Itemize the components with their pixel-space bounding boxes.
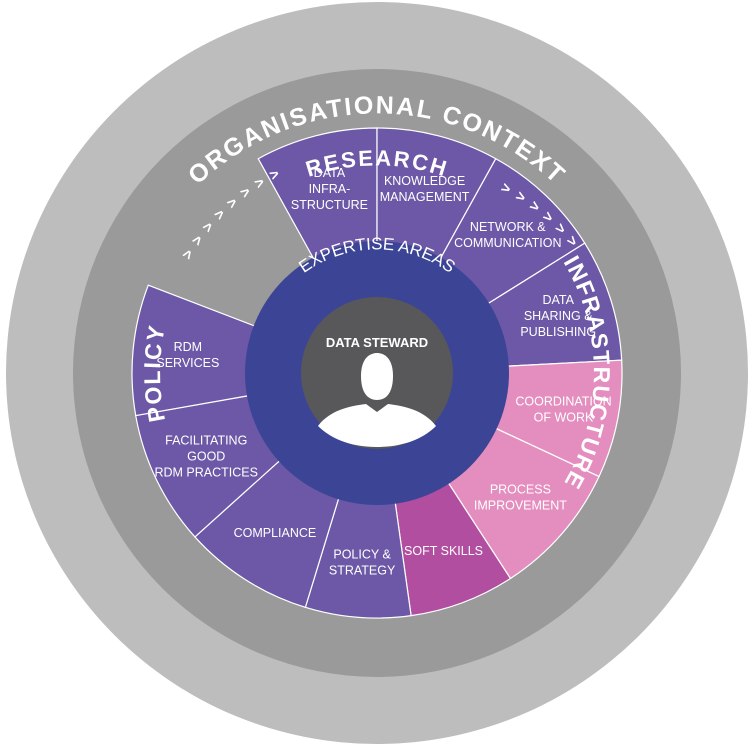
segment-label-line: STRUCTURE <box>291 198 368 212</box>
segment-label-data-infrastructure: DATA INFRA- STRUCTURE <box>291 166 368 212</box>
segment-label-policy-strategy: POLICY & STRATEGY <box>329 547 396 577</box>
expertise-segments <box>131 127 623 619</box>
segment-label-line: KNOWLEDGE <box>384 174 465 188</box>
segment-label-line: OF WORK <box>534 410 594 424</box>
segment-label-facilitating-good-rdm-practices: FACILITATING GOOD RDM PRACTICES <box>154 433 257 479</box>
segment-labels: DATA INFRA- STRUCTURE KNOWLEDGE MANAGEMENT NE… <box>154 166 611 577</box>
segment-label-line: RDM PRACTICES <box>154 465 257 479</box>
segment-label-line: STRATEGY <box>329 563 396 577</box>
policy-label: POLICY <box>139 322 170 424</box>
segment-label-line: COMPLIANCE <box>234 526 317 540</box>
segment-label-compliance: COMPLIANCE <box>234 526 317 540</box>
segment-label-line: SOFT SKILLS <box>404 544 483 558</box>
segment-label-line: MANAGEMENT <box>380 190 470 204</box>
segment-label-line: COORDINATION <box>515 394 611 408</box>
segment-label-line: SERVICES <box>156 356 219 370</box>
segment-label-line: NETWORK & <box>470 220 546 234</box>
segment-label-line: DATA <box>314 166 346 180</box>
segment-label-line: GOOD <box>187 449 225 463</box>
segment-label-line: INFRA- <box>309 182 351 196</box>
segment-label-line: SHARING & <box>524 309 593 323</box>
segment-label-line: FACILITATING <box>165 433 247 447</box>
segment-label-line: COMMUNICATION <box>454 236 561 250</box>
segment-label-coordination-of-work: COORDINATION OF WORK <box>515 394 611 424</box>
segment-label-knowledge-management: KNOWLEDGE MANAGEMENT <box>380 174 470 204</box>
segment-label-line: RDM <box>174 340 202 354</box>
segment-label-line: PUBLISHING <box>520 325 596 339</box>
segment-label-line: IMPROVEMENT <box>474 499 567 513</box>
segment-label-rdm-services: RDM SERVICES <box>156 340 219 370</box>
segment-label-soft-skills: SOFT SKILLS <box>404 544 483 558</box>
segment-label-data-sharing-publishing: DATA SHARING & PUBLISHING <box>520 293 596 339</box>
segment-label-line: PROCESS <box>490 483 551 497</box>
person-icon <box>318 353 436 447</box>
segment-label-line: DATA <box>542 293 574 307</box>
segment-label-line: POLICY & <box>333 547 391 561</box>
segment-label-network-communication: NETWORK & COMMUNICATION <box>454 220 561 250</box>
data-steward-label: DATA STEWARD <box>326 335 428 350</box>
segment-label-process-improvement: PROCESS IMPROVEMENT <box>474 483 567 513</box>
